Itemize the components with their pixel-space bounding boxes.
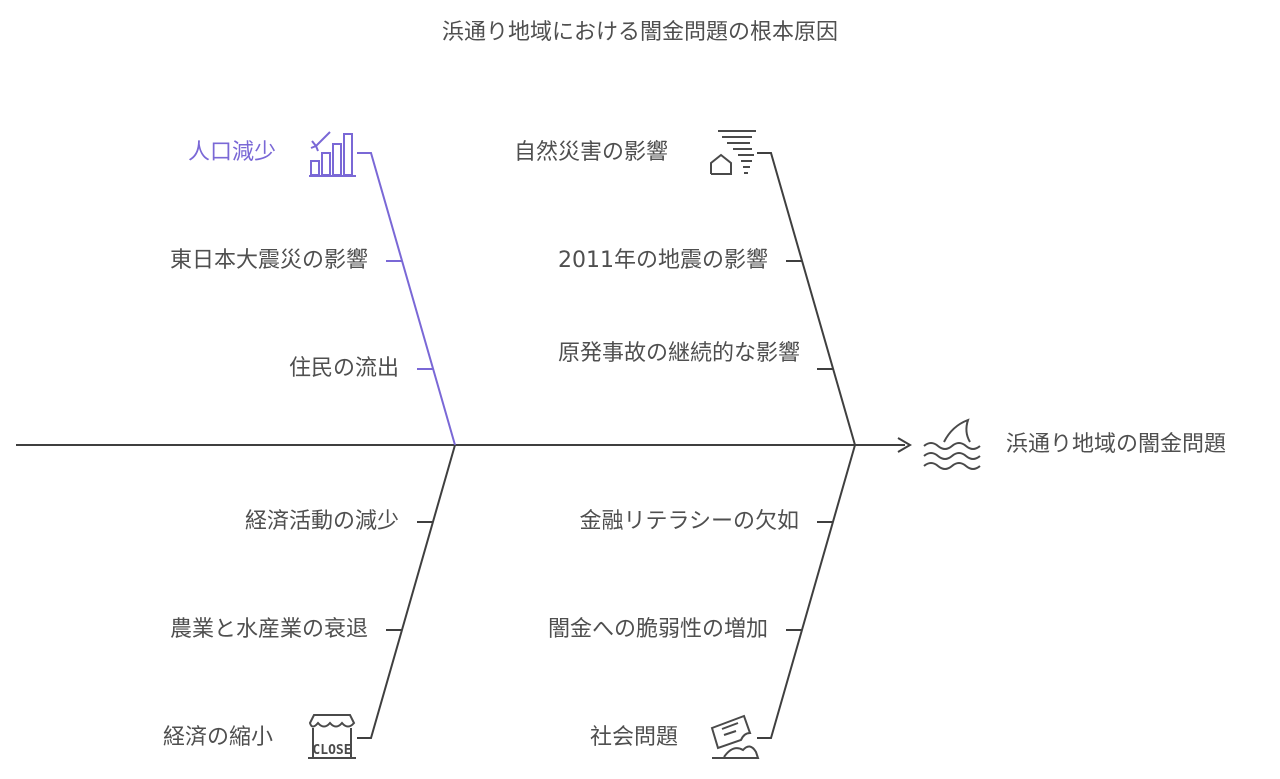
category-social-label: 社会問題 xyxy=(590,725,679,750)
declining-bar-chart-icon xyxy=(309,131,356,177)
cause-population-1: 東日本大震災の影響 xyxy=(169,248,368,273)
diagram-title: 浜通り地域における闇金問題の根本原因 xyxy=(441,20,838,45)
category-disaster-label: 自然災害の影響 xyxy=(514,140,669,165)
effect-label: 浜通り地域の闇金問題 xyxy=(1006,432,1227,457)
bone-economy xyxy=(357,444,456,739)
cause-economy-1: 経済活動の減少 xyxy=(244,509,399,534)
shark-fin-waves-icon xyxy=(923,418,981,470)
bone-population xyxy=(357,152,456,446)
closed-shop-icon-text: CLOSE xyxy=(312,743,351,758)
torn-ticket-icon xyxy=(710,714,760,759)
tornado-house-icon xyxy=(710,130,756,175)
cause-disaster-2: 原発事故の継続的な影響 xyxy=(557,341,800,366)
cause-social-2: 闇金への脆弱性の増加 xyxy=(547,617,768,642)
cause-disaster-1: 2011年の地震の影響 xyxy=(558,248,768,273)
cause-population-2: 住民の流出 xyxy=(288,356,399,381)
cause-economy-2: 農業と水産業の衰退 xyxy=(169,617,368,642)
bone-social xyxy=(757,444,856,739)
category-population-label: 人口減少 xyxy=(188,140,277,165)
category-economy-label: 経済の縮小 xyxy=(163,725,274,750)
spine-arrowhead xyxy=(897,437,912,453)
bone-disaster xyxy=(757,152,856,446)
closed-shop-icon xyxy=(308,714,356,759)
cause-social-1: 金融リテラシーの欠如 xyxy=(579,509,799,534)
